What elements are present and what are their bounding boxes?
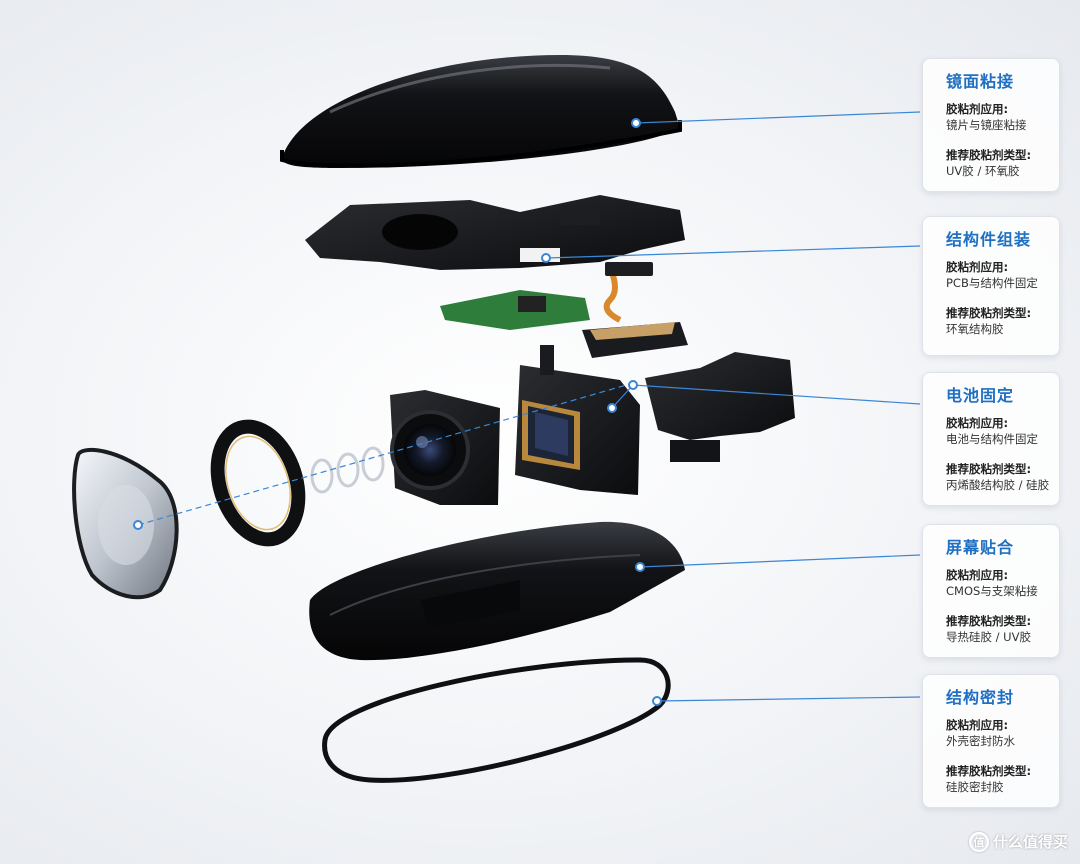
lens-cover [72,447,179,600]
type-label: 推荐胶粘剂类型: [946,148,1032,162]
lens-module [390,390,500,505]
leader-lines [137,111,921,702]
type-value: UV胶 / 环氧胶 [946,164,1020,178]
type-value: 导热硅胶 / UV胶 [946,630,1031,644]
type-value: 硅胶密封胶 [946,780,1004,794]
application-value: CMOS与支架粘接 [946,584,1038,598]
battery [582,322,688,358]
type-label: 推荐胶粘剂类型: [946,306,1032,320]
callout-mirror-bonding: 镜面粘接 胶粘剂应用: 镜片与镜座粘接 推荐胶粘剂类型: UV胶 / 环氧胶 [922,58,1060,192]
type-label: 推荐胶粘剂类型: [946,614,1032,628]
type-label: 推荐胶粘剂类型: [946,462,1032,476]
pcb-board [440,262,653,330]
application-value: PCB与结构件固定 [946,276,1038,290]
seal-ring [322,657,671,783]
type-value: 丙烯酸结构胶 / 硅胶 [946,478,1050,492]
springs [310,446,385,494]
smzdm-logo-icon: 值 [968,831,989,852]
application-value: 外壳密封防水 [946,734,1015,748]
top-cover [280,55,682,168]
application-value: 镜片与镜座粘接 [946,118,1027,132]
type-label: 推荐胶粘剂类型: [946,764,1032,778]
application-label: 胶粘剂应用: [946,102,1009,116]
callout-structure-assembly: 结构件组装 胶粘剂应用: PCB与结构件固定 推荐胶粘剂类型: 环氧结构胶 [922,216,1060,356]
application-label: 胶粘剂应用: [946,260,1009,274]
application-label: 胶粘剂应用: [946,416,1009,430]
structural-frame [305,195,685,270]
application-value: 电池与结构件固定 [946,432,1038,446]
type-value: 环氧结构胶 [946,322,1004,336]
callout-title: 屏幕贴合 [946,538,1015,557]
callout-title: 结构密封 [946,688,1015,707]
callout-screen-bonding: 屏幕贴合 胶粘剂应用: CMOS与支架粘接 推荐胶粘剂类型: 导热硅胶 / UV… [922,524,1060,658]
callout-structure-sealing: 结构密封 胶粘剂应用: 外壳密封防水 推荐胶粘剂类型: 硅胶密封胶 [922,674,1060,808]
focus-ring [210,419,306,547]
application-label: 胶粘剂应用: [946,568,1009,582]
callout-title: 电池固定 [946,386,1015,405]
bottom-shell [309,521,685,661]
cmos-bracket [515,345,640,495]
application-label: 胶粘剂应用: [946,718,1009,732]
watermark-text: 什么值得买 [992,833,1068,851]
side-bracket [645,352,795,462]
watermark: 值 什么值得买 [968,831,1068,852]
callout-title: 镜面粘接 [946,72,1015,91]
callout-title: 结构件组装 [946,230,1032,249]
callout-battery-fixing: 电池固定 胶粘剂应用: 电池与结构件固定 推荐胶粘剂类型: 丙烯酸结构胶 / 硅… [922,372,1060,506]
anchor-dots [133,118,662,706]
